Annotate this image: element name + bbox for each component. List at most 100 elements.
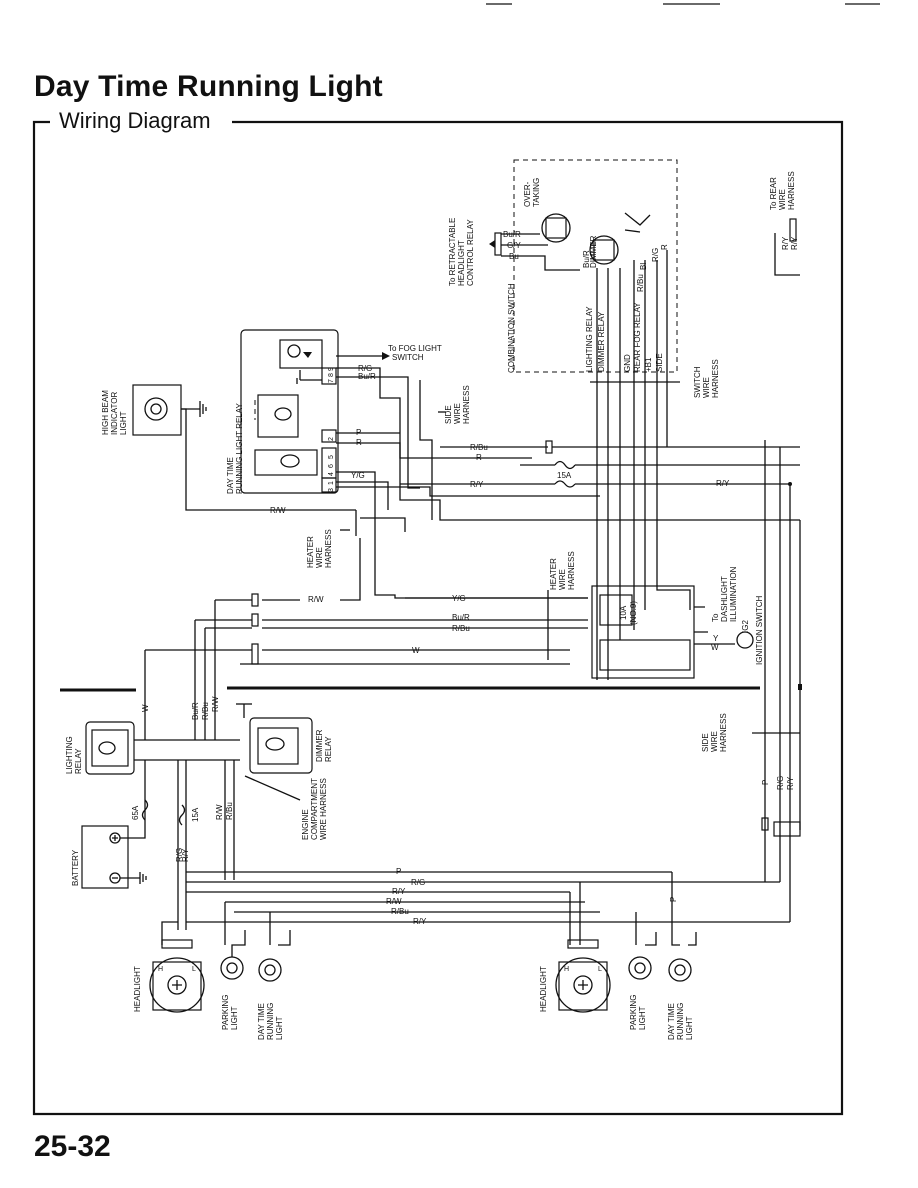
svg-text:P: P bbox=[761, 780, 770, 785]
svg-text:SIDE: SIDE bbox=[655, 353, 664, 372]
svg-text:R/W: R/W bbox=[211, 696, 220, 712]
svg-text:2: 2 bbox=[328, 437, 335, 441]
engine-harness-label: ENGINE COMPARTMENT WIRE HARNESS bbox=[301, 776, 328, 840]
svg-text:Bu: Bu bbox=[509, 252, 519, 261]
svg-text:Bu/R: Bu/R bbox=[191, 702, 200, 720]
svg-text:Bl: Bl bbox=[639, 263, 648, 270]
svg-text:COMBINATION SWITCH: COMBINATION SWITCH bbox=[507, 283, 516, 373]
svg-text:8: 8 bbox=[328, 373, 335, 377]
svg-text:DIMMER RELAY: DIMMER RELAY bbox=[315, 727, 333, 762]
retractable-label: To RETRACTABLE HEADLIGHT CONTROL RELAY bbox=[448, 215, 475, 286]
svg-text:L: L bbox=[598, 966, 602, 973]
svg-text:IG2: IG2 bbox=[741, 620, 750, 633]
svg-text:Bu/R: Bu/R bbox=[503, 230, 521, 239]
svg-text:Y/G: Y/G bbox=[351, 471, 365, 480]
svg-text:P: P bbox=[396, 867, 401, 876]
lighting-relay: LIGHTING RELAY bbox=[65, 721, 135, 775]
svg-text:W: W bbox=[141, 704, 150, 712]
svg-text:R/Y: R/Y bbox=[716, 479, 730, 488]
svg-text:R/Y: R/Y bbox=[781, 236, 790, 250]
battery: BATTERY bbox=[71, 825, 147, 889]
left-headlight: HEADLIGHT H L bbox=[133, 921, 205, 1013]
svg-text:IGNITION SWITCH: IGNITION SWITCH bbox=[755, 595, 764, 665]
svg-text:Bu/R: Bu/R bbox=[582, 250, 591, 268]
svg-text:R/Bu: R/Bu bbox=[201, 702, 210, 720]
to-rear-label: To REAR WIRE HARNESS bbox=[769, 171, 796, 210]
svg-text:HEADLIGHT: HEADLIGHT bbox=[133, 966, 142, 1012]
svg-text:BATTERY: BATTERY bbox=[71, 849, 80, 886]
svg-text:R/W: R/W bbox=[308, 595, 324, 604]
svg-text:9: 9 bbox=[328, 367, 335, 371]
svg-text:Y: Y bbox=[713, 634, 719, 643]
page-title: Day Time Running Light bbox=[34, 70, 383, 103]
svg-text:R/Y: R/Y bbox=[413, 917, 427, 926]
svg-text:W: W bbox=[412, 646, 420, 655]
svg-text:6: 6 bbox=[328, 464, 335, 468]
svg-text:PARKING LIGHT: PARKING LIGHT bbox=[629, 992, 647, 1030]
svg-text:4: 4 bbox=[328, 472, 335, 476]
svg-text:R/Bu: R/Bu bbox=[391, 907, 409, 916]
svg-text:P: P bbox=[356, 428, 361, 437]
svg-text:10A: 10A bbox=[619, 605, 628, 620]
drl-relay: DAY TIME RUNNING LIGHT RELAY 7 8 9 2 3 1… bbox=[226, 329, 339, 494]
svg-text:3: 3 bbox=[328, 488, 335, 492]
page-subtitle: Wiring Diagram bbox=[55, 108, 215, 134]
svg-text:R/Bu: R/Bu bbox=[225, 802, 234, 820]
svg-text:HEADLIGHT: HEADLIGHT bbox=[539, 966, 548, 1012]
page-number: 25-32 bbox=[34, 1130, 111, 1163]
svg-text:Bu/R: Bu/R bbox=[358, 372, 376, 381]
dimmer-relay: DIMMER RELAY bbox=[236, 703, 333, 774]
heater-harness-mid: HEATER WIRE HARNESS bbox=[549, 551, 576, 590]
svg-text:R/G: R/G bbox=[411, 878, 425, 887]
svg-text:R/G: R/G bbox=[651, 248, 660, 262]
svg-text:OVER- TAKING: OVER- TAKING bbox=[523, 178, 541, 207]
combination-switch: COMBINATION SWITCH OVER- TAKING DIMMER B… bbox=[507, 159, 678, 373]
svg-text:PARKING LIGHT: PARKING LIGHT bbox=[221, 992, 239, 1030]
svg-text:R: R bbox=[660, 244, 669, 250]
svg-text:HIGH BEAM INDICATOR: HIGH BEAM INDICATOR LIGHT bbox=[101, 388, 128, 435]
fuse-box: 10A (NO.9) bbox=[591, 585, 695, 679]
svg-text:P: P bbox=[669, 897, 678, 902]
svg-text:DAY TIME RUNNING L: DAY TIME RUNNING LIGHT bbox=[667, 1000, 694, 1040]
svg-text:5: 5 bbox=[328, 455, 335, 459]
diagram-frame bbox=[32, 120, 844, 1116]
dash-illum-label: To DASHLIGHT ILLUMINATION bbox=[711, 566, 738, 622]
right-parking-light: PARKING LIGHT bbox=[628, 912, 657, 1030]
svg-text:R/Bu: R/Bu bbox=[452, 624, 470, 633]
svg-text:(NO.9): (NO.9) bbox=[629, 601, 638, 625]
svg-text:R/Y: R/Y bbox=[470, 480, 484, 489]
svg-text:15A: 15A bbox=[557, 471, 572, 480]
svg-text:R/G: R/G bbox=[175, 848, 184, 862]
svg-text:DIMMER: DIMMER bbox=[589, 235, 598, 268]
svg-text:R/Y: R/Y bbox=[790, 236, 799, 250]
svg-text:H: H bbox=[158, 966, 163, 973]
svg-text:R/Y: R/Y bbox=[181, 848, 190, 862]
svg-text:R/Y: R/Y bbox=[392, 887, 406, 896]
svg-text:65A: 65A bbox=[131, 805, 140, 820]
left-parking-light: PARKING LIGHT bbox=[220, 902, 246, 1030]
svg-text:REAR FOG RELAY: REAR FOG RELAY bbox=[633, 302, 642, 372]
switch-harness: SWITCH WIRE HARNESS bbox=[693, 359, 720, 398]
svg-text:R/G: R/G bbox=[776, 776, 785, 790]
svg-text:L: L bbox=[192, 966, 196, 973]
svg-text:R/Bu: R/Bu bbox=[470, 443, 488, 452]
svg-text:W: W bbox=[711, 643, 719, 652]
svg-text:LIGHTING RELAY: LIGHTING RELAY bbox=[585, 306, 594, 372]
right-drl-light: DAY TIME RUNNING LIGHT bbox=[667, 872, 697, 1040]
side-harness-right: SIDE WIRE HARNESS bbox=[701, 713, 728, 752]
right-headlight: HEADLIGHT H L bbox=[539, 882, 611, 1013]
svg-text:R/Bu: R/Bu bbox=[636, 274, 645, 292]
svg-text:+B1: +B1 bbox=[644, 357, 653, 372]
ignition-switch-icon bbox=[736, 631, 754, 649]
svg-text:R: R bbox=[476, 453, 482, 462]
svg-text:1: 1 bbox=[328, 481, 335, 485]
svg-text:R/Y: R/Y bbox=[786, 776, 795, 790]
left-drl-light: DAY TIME RUNNING LIGHT bbox=[257, 912, 291, 1040]
svg-text:R/G: R/G bbox=[358, 364, 372, 373]
svg-text:DAY TIME RUNNING L: DAY TIME RUNNING LIGHT bbox=[257, 1000, 284, 1040]
svg-text:R/W: R/W bbox=[386, 897, 402, 906]
svg-text:R/W: R/W bbox=[215, 804, 224, 820]
wire-label: R/W bbox=[270, 506, 286, 515]
to-fog-light-label: To FOG LIGHT SWITCH bbox=[388, 344, 444, 362]
